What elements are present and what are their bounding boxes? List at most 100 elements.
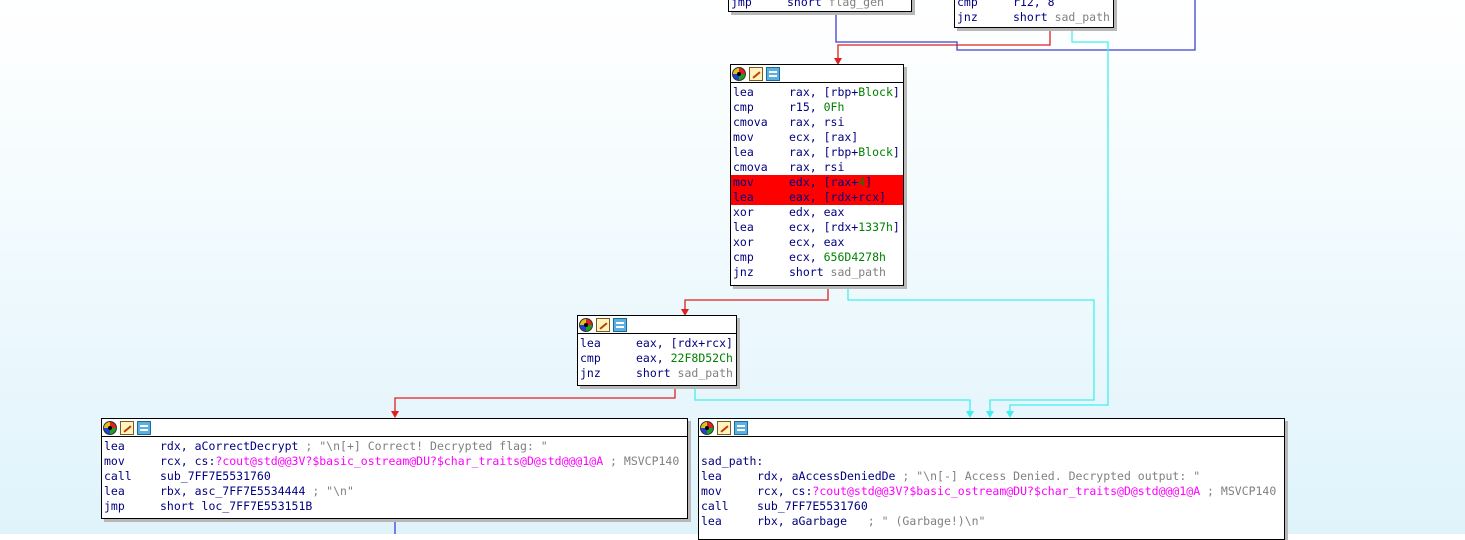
- code-line[interactable]: call sub_7FF7E5531760: [104, 469, 687, 484]
- operand: ecx,: [789, 250, 824, 264]
- mnemonic: xor: [733, 205, 754, 219]
- operand: short loc_7FF7E553151B: [160, 499, 313, 513]
- code-line[interactable]: jmp short loc_7FF7E553151B: [104, 499, 687, 514]
- graph-icon[interactable]: [734, 420, 748, 435]
- code-line[interactable]: xor edx, eax: [733, 205, 903, 220]
- operand: ecx, eax: [789, 235, 845, 249]
- rename-icon[interactable]: [120, 420, 134, 435]
- operand: short: [787, 0, 822, 9]
- color-icon[interactable]: [700, 420, 714, 435]
- operand: ecx, [rax]: [789, 130, 859, 144]
- operand: edx, [rax+: [789, 175, 859, 189]
- code-line[interactable]: call sub_7FF7E5531760: [701, 499, 1284, 514]
- jump-target[interactable]: sad_path: [677, 366, 733, 380]
- operand: rax, rsi: [789, 115, 845, 129]
- rename-icon[interactable]: [596, 317, 610, 332]
- comment: ; "\n[+] Correct! Decrypted flag: ": [298, 439, 548, 453]
- import-symbol[interactable]: ?cout@std@@3V?$basic_ostream@DU?$char_tr…: [215, 454, 604, 468]
- mnemonic: lea: [104, 439, 125, 453]
- operand: sub_7FF7E5531760: [757, 499, 868, 513]
- arrowhead-sad-2: [986, 411, 994, 418]
- operand: short: [636, 366, 678, 380]
- mnemonic: mov: [733, 130, 754, 144]
- symbol[interactable]: Block: [858, 85, 893, 99]
- operand: r15,: [789, 100, 824, 114]
- code-line[interactable]: mov rcx, cs:?cout@std@@3V?$basic_ostream@…: [104, 454, 687, 469]
- jump-target[interactable]: flag_gen: [828, 0, 884, 9]
- import-symbol[interactable]: ?cout@std@@3V?$basic_ostream@DU?$char_tr…: [812, 484, 1201, 498]
- color-icon[interactable]: [103, 420, 117, 435]
- jump-target[interactable]: sad_path: [830, 265, 886, 279]
- rename-icon[interactable]: [717, 420, 731, 435]
- arrowhead-sad-3: [1006, 411, 1014, 418]
- operand: rax, rsi: [789, 160, 845, 174]
- mnemonic: jmp: [731, 0, 752, 9]
- edge-cyan-small: [694, 386, 971, 413]
- mnemonic: cmp: [733, 100, 754, 114]
- operand: edx, eax: [789, 205, 845, 219]
- mnemonic: jmp: [104, 499, 125, 513]
- color-icon[interactable]: [732, 66, 746, 81]
- mnemonic: call: [104, 469, 132, 483]
- graph-icon[interactable]: [137, 420, 151, 435]
- operand: rcx, cs:: [160, 454, 216, 468]
- symbol[interactable]: Block: [858, 145, 893, 159]
- mnemonic: cmova: [733, 115, 768, 129]
- block-header: [578, 316, 736, 334]
- code-line[interactable]: cmova rax, rsi: [733, 115, 903, 130]
- code-line[interactable]: mov ecx, [rax]: [733, 130, 903, 145]
- mnemonic: jnz: [733, 265, 754, 279]
- graph-icon[interactable]: [766, 66, 780, 81]
- comment: ; "\n": [305, 484, 354, 498]
- rename-icon[interactable]: [749, 66, 763, 81]
- mnemonic: lea: [733, 145, 754, 159]
- arrowhead-center: [834, 58, 842, 65]
- mnemonic: mov: [104, 454, 125, 468]
- color-icon[interactable]: [579, 317, 593, 332]
- block-correct-output[interactable]: lea rdx, aCorrectDecrypt ; "\n[+] Correct…: [101, 418, 688, 519]
- edge-cyan-top: [1009, 28, 1109, 413]
- operand: short: [1013, 10, 1048, 24]
- operand: rdx, aCorrectDecrypt: [160, 439, 299, 453]
- operand: rdx, aAccessDeniedDe: [757, 469, 896, 483]
- arrowhead-correct: [391, 411, 399, 418]
- operand: sub_7FF7E5531760: [160, 469, 271, 483]
- mnemonic: call: [701, 499, 729, 513]
- code-line[interactable]: lea rdx, aCorrectDecrypt ; "\n[+] Correct…: [104, 439, 687, 454]
- operand: eax, [rdx+rcx]: [636, 336, 733, 350]
- code-line[interactable]: jnz short sad_path: [733, 265, 903, 280]
- blank-line: [701, 439, 1284, 454]
- jump-target[interactable]: sad_path: [1054, 10, 1110, 24]
- block-label[interactable]: sad_path:: [701, 454, 764, 468]
- graph-icon[interactable]: [613, 317, 627, 332]
- edge-blue-top: [835, 0, 1196, 51]
- block-flag-gen-jump[interactable]: jmp short flag_gen: [728, 0, 912, 12]
- operand: short: [789, 265, 831, 279]
- code-line[interactable]: jmp short flag_gen: [731, 0, 911, 10]
- immediate: 1337h: [858, 220, 893, 234]
- edge-red-top: [837, 28, 1051, 60]
